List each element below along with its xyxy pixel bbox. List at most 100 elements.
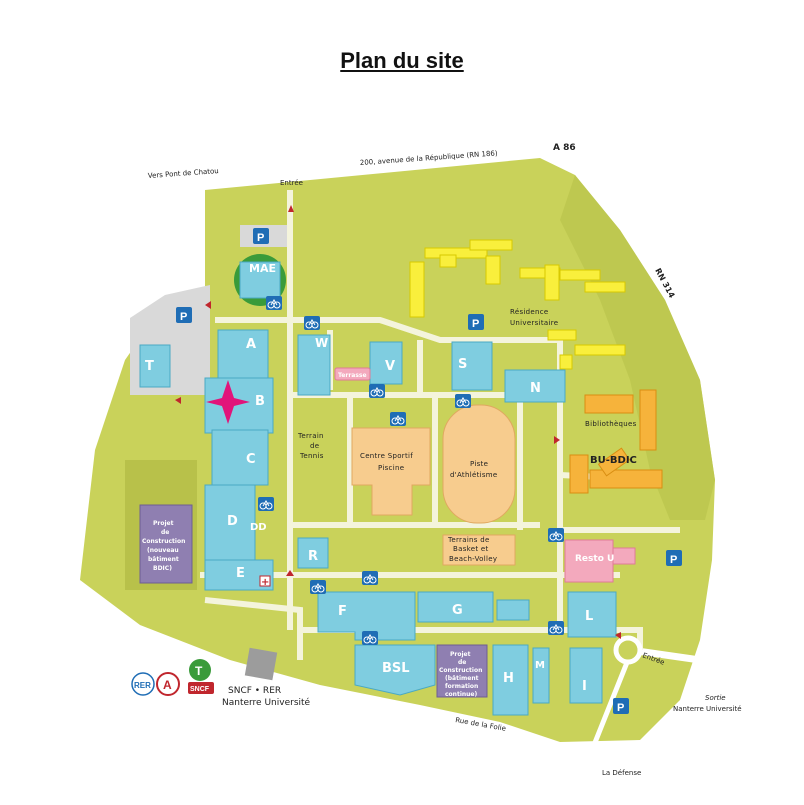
label-piste-2: d'Athlétisme	[450, 471, 498, 479]
bicycle-icon[interactable]	[310, 580, 326, 594]
label-tennis-2: de	[310, 442, 319, 450]
label-terrasse: Terrasse	[338, 372, 367, 379]
wooded-area	[560, 175, 715, 520]
label-resto-u: Resto U	[575, 554, 614, 564]
parking-icon[interactable]: P	[613, 698, 629, 714]
label-bibliotheques: Bibliothèques	[585, 420, 637, 428]
label-h: H	[503, 671, 514, 686]
building-mae: MAE	[234, 254, 286, 306]
label-m: M	[535, 660, 545, 671]
bicycle-icon[interactable]	[362, 571, 378, 585]
svg-text:A: A	[163, 678, 172, 692]
label-s: S	[458, 357, 467, 372]
label-projet1-5: bâtiment	[148, 556, 179, 563]
label-sncf-1: SNCF • RER	[228, 686, 281, 696]
bicycle-icon[interactable]	[304, 316, 320, 330]
label-sport-1: Centre Sportif	[360, 452, 413, 460]
svg-text:RER: RER	[134, 681, 151, 690]
bicycle-icon[interactable]	[548, 528, 564, 542]
svg-text:T: T	[195, 664, 203, 678]
label-t: T	[145, 359, 154, 374]
bicycle-icon[interactable]	[258, 497, 274, 511]
label-a: A	[246, 337, 256, 352]
label-e: E	[236, 566, 245, 581]
label-projet2-4: (bâtiment	[445, 675, 479, 682]
transilien-logo: T SNCF	[188, 659, 214, 694]
sncf-station	[244, 647, 278, 681]
sport-center: Centre Sportif Piscine	[351, 427, 431, 516]
svg-text:P: P	[257, 232, 264, 244]
parking-icon[interactable]: P	[666, 550, 682, 566]
building-f: F	[317, 591, 416, 641]
building-c: C	[211, 429, 269, 486]
terrasse: Terrasse	[334, 367, 371, 381]
label-tennis-1: Terrain	[297, 432, 324, 440]
building-i: I	[569, 647, 603, 704]
building-d: D DD	[204, 484, 267, 561]
svg-text:P: P	[472, 318, 479, 330]
building-t: T	[139, 344, 171, 388]
bicycle-icon[interactable]	[455, 394, 471, 408]
bicycle-icon[interactable]	[390, 412, 406, 426]
rer-logo: RER	[131, 672, 155, 696]
basket-courts: Terrains de Basket et Beach-Volley	[442, 534, 516, 566]
building-resto-u: Resto U	[564, 539, 636, 583]
first-aid-icon: +	[259, 575, 271, 588]
bicycle-icon[interactable]	[266, 296, 282, 310]
label-l: L	[585, 609, 593, 624]
label-entree-top: Entrée	[280, 179, 303, 187]
building-n: N	[504, 369, 566, 403]
bicycle-icon[interactable]	[548, 621, 564, 635]
roundabout	[613, 635, 643, 665]
label-mae: MAE	[249, 262, 276, 275]
label-a86: A 86	[553, 143, 576, 153]
rer-a-logo: A	[156, 672, 180, 696]
label-residence-1: Résidence	[510, 308, 549, 316]
library-buildings	[569, 389, 663, 494]
building-h: H	[492, 644, 529, 716]
svg-text:P: P	[670, 554, 677, 566]
label-projet1-3: Construction	[142, 538, 185, 545]
label-bu-bdic: BU-BDIC	[590, 455, 637, 466]
bicycle-icon[interactable]	[362, 631, 378, 645]
label-sortie: Sortie	[705, 694, 726, 702]
label-bsl: BSL	[382, 661, 410, 676]
athletics-track: Piste d'Athlétisme	[442, 404, 516, 524]
project-bdic: Projet de Construction (nouveau bâtiment…	[139, 504, 193, 584]
label-g: G	[452, 603, 463, 618]
label-sortie-sub: Nanterre Université	[673, 705, 742, 713]
label-i: I	[582, 679, 587, 694]
road-folie-inner	[58, 612, 561, 758]
svg-text:+: +	[261, 577, 269, 588]
building-bsl: BSL	[354, 644, 436, 696]
parking-icon[interactable]: P	[253, 228, 269, 244]
label-b: B	[255, 394, 265, 409]
label-la-defense: La Défense	[602, 769, 641, 777]
inner-roads	[200, 190, 680, 660]
road-avenue-inner	[139, 147, 640, 186]
label-projet1-4: (nouveau	[147, 547, 179, 554]
label-v: V	[385, 359, 395, 374]
label-projet2-2: de	[458, 659, 466, 666]
label-sport-2: Piscine	[378, 464, 404, 472]
bicycle-icon[interactable]	[369, 384, 385, 398]
label-d: D	[227, 514, 238, 529]
label-basket-2: Basket et	[453, 545, 489, 553]
label-n: N	[530, 381, 541, 396]
label-r: R	[308, 549, 318, 564]
road-east-inner	[629, 648, 762, 702]
building-l: L	[567, 591, 617, 638]
label-residence-2: Universitaire	[510, 319, 558, 327]
parking-icon[interactable]: P	[176, 307, 192, 323]
project-formation: Projet de Construction (bâtiment formati…	[436, 644, 488, 698]
parking-icon[interactable]: P	[468, 314, 484, 330]
building-v: V	[369, 341, 403, 385]
label-projet2-6: continue)	[445, 691, 477, 698]
building-a: A	[217, 329, 269, 381]
residence-buildings	[409, 239, 626, 370]
map-title: Plan du site	[340, 48, 464, 73]
tennis-courts: Terrain de Tennis	[297, 432, 324, 460]
label-projet2-5: formation	[445, 683, 478, 690]
svg-text:SNCF: SNCF	[190, 686, 210, 693]
